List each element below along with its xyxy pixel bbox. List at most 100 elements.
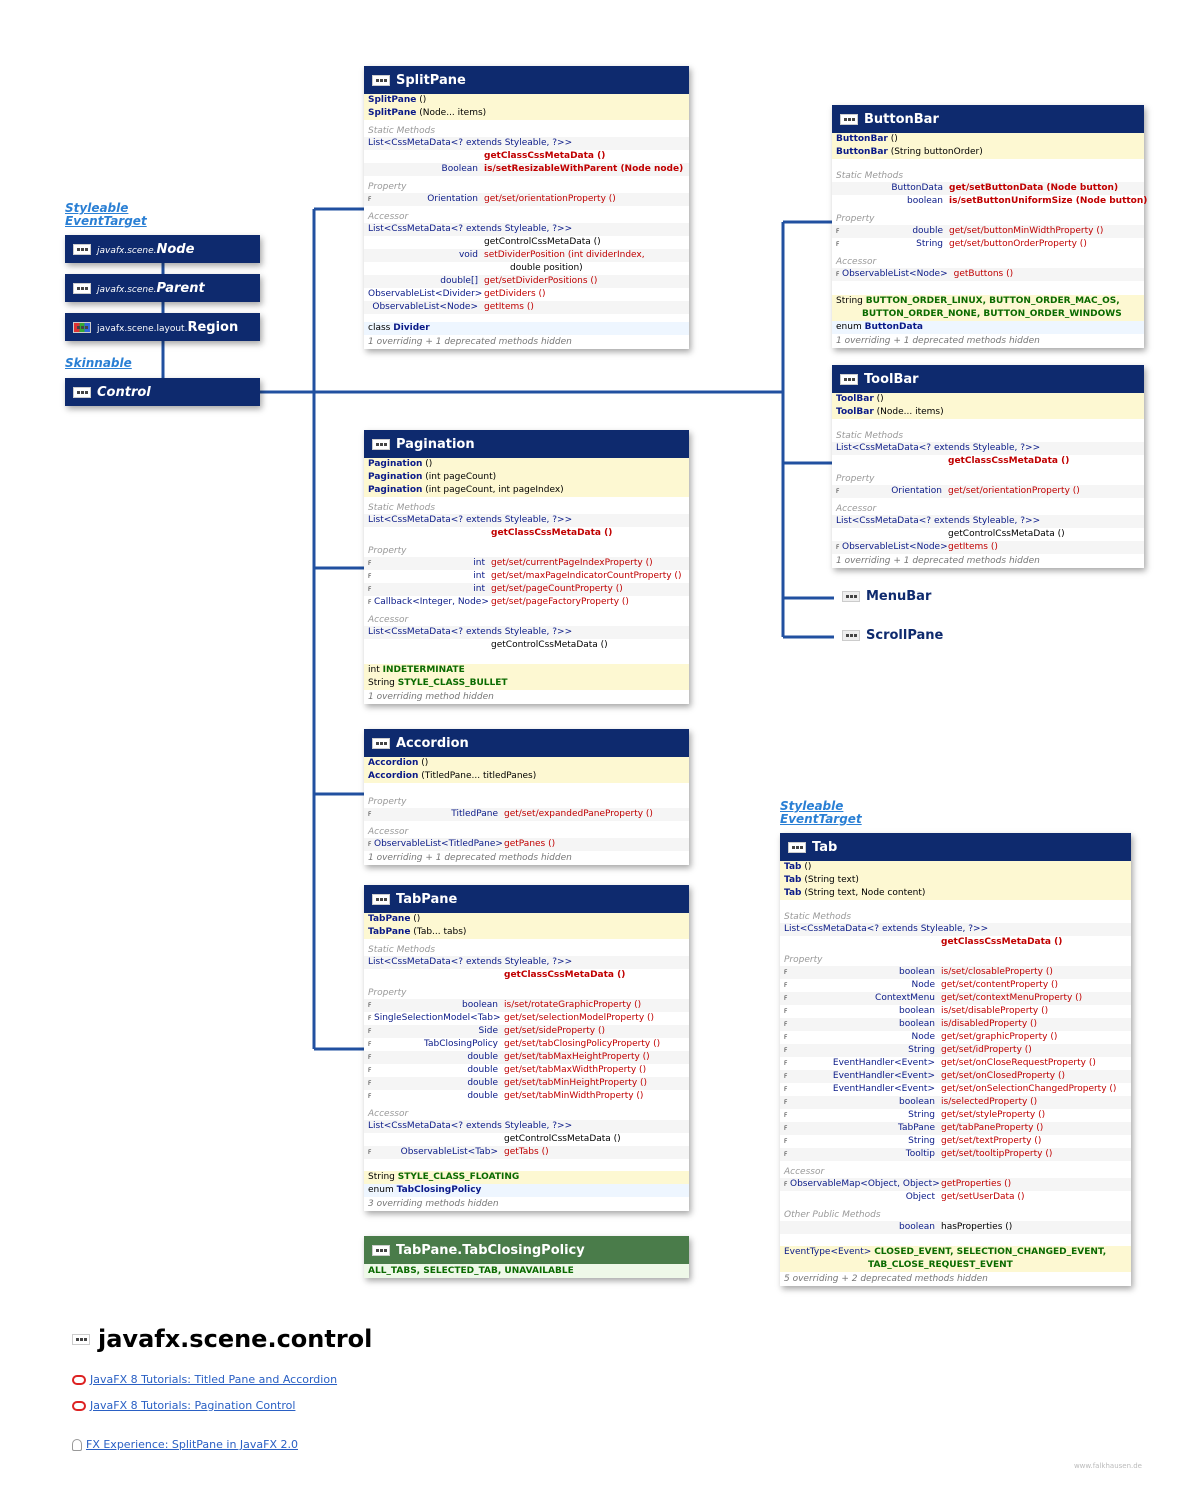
method-row[interactable]: getClassCssMetaData () [364,527,689,540]
constructor[interactable]: SplitPane (Node... items) [364,107,689,120]
method-row[interactable]: List<CssMetaData<? extends Styleable, ?>… [364,514,689,527]
method-row[interactable]: List<CssMetaData<? extends Styleable, ?>… [364,223,689,236]
constant-row[interactable]: String STYLE_CLASS_FLOATING [364,1171,689,1184]
interface-styleable[interactable]: Styleable [65,201,129,215]
method-row[interactable]: ObservableList<Node>getItems () [364,301,689,314]
method-row[interactable]: List<CssMetaData<? extends Styleable, ?>… [364,956,689,969]
constructor[interactable]: Accordion () [364,757,689,770]
nested-enum-row[interactable]: enum ButtonData [832,321,1144,334]
constructor[interactable]: Pagination () [364,458,689,471]
class-tabpane[interactable]: TabPane TabPane () TabPane (Tab... tabs)… [364,885,689,1211]
class-parent[interactable]: javafx.scene.Parent [65,274,260,302]
constructor[interactable]: Pagination (int pageCount) [364,471,689,484]
method-row[interactable]: List<CssMetaData<? extends Styleable, ?>… [780,923,1131,936]
class-buttonbar[interactable]: ButtonBar ButtonBar () ButtonBar (String… [832,105,1147,348]
constant-row[interactable]: TAB_CLOSE_REQUEST_EVENT [780,1259,1131,1272]
interface-eventtarget[interactable]: EventTarget [780,812,862,826]
interface-eventtarget[interactable]: EventTarget [65,214,147,228]
link-pagination-tutorial[interactable]: JavaFX 8 Tutorials: Pagination Control [72,1399,295,1412]
constructor[interactable]: Tab (String text) [780,874,1131,887]
nested-class-row[interactable]: class Divider [364,322,689,335]
method-row[interactable]: List<CssMetaData<? extends Styleable, ?>… [364,1120,689,1133]
link-splitpane-article[interactable]: FX Experience: SplitPane in JavaFX 2.0 [72,1438,298,1451]
constructor[interactable]: ButtonBar (String buttonOrder) [832,146,1144,159]
method-row[interactable]: getClassCssMetaData () [364,969,689,982]
constructor[interactable]: Tab () [780,861,1131,874]
class-node[interactable]: javafx.scene.Node [65,235,260,263]
method-row[interactable]: getControlCssMetaData () [832,528,1144,541]
method-row[interactable]: ObservableList<Divider>getDividers () [364,288,689,301]
nested-enum-row[interactable]: enum TabClosingPolicy [364,1184,689,1197]
constructor[interactable]: ToolBar (Node... items) [832,406,1144,419]
constructor[interactable]: ButtonBar () [832,133,1144,146]
constructor[interactable]: TabPane (Tab... tabs) [364,926,689,939]
method-row[interactable]: List<CssMetaData<? extends Styleable, ?>… [364,626,689,639]
method-row[interactable]: double[]get/setDividerPositions () [364,275,689,288]
constant-row[interactable]: String BUTTON_ORDER_LINUX, BUTTON_ORDER_… [832,295,1144,308]
constructor[interactable]: Pagination (int pageCount, int pageIndex… [364,484,689,497]
class-splitpane[interactable]: SplitPane SplitPane () SplitPane (Node..… [364,66,689,349]
method-row[interactable]: List<CssMetaData<? extends Styleable, ?>… [832,515,1144,528]
method-row[interactable]: getControlCssMetaData () [364,1133,689,1146]
constant-row[interactable]: BUTTON_ORDER_NONE, BUTTON_ORDER_WINDOWS [832,308,1144,321]
constant-row[interactable]: EventType<Event> CLOSED_EVENT, SELECTION… [780,1246,1131,1259]
method-row[interactable]: getClassCssMetaData () [364,150,689,163]
method-row[interactable]: getControlCssMetaData () [364,236,689,249]
constant-row[interactable]: int INDETERMINATE [364,664,689,677]
constructor[interactable]: Accordion (TitledPane... titledPanes) [364,770,689,783]
enum-tabclosingpolicy[interactable]: TabPane.TabClosingPolicy ALL_TABS, SELEC… [364,1236,689,1278]
class-tab[interactable]: Tab Tab () Tab (String text) Tab (String… [780,833,1131,1286]
interface-skinnable[interactable]: Skinnable [65,356,132,370]
class-menubar[interactable]: MenuBar [842,589,931,604]
class-pagination[interactable]: Pagination Pagination () Pagination (int… [364,430,689,704]
interface-styleable[interactable]: Styleable [780,799,844,813]
class-toolbar[interactable]: ToolBar ToolBar () ToolBar (Node... item… [832,365,1144,568]
class-scrollpane[interactable]: ScrollPane [842,628,943,643]
constructor[interactable]: ToolBar () [832,393,1144,406]
class-region[interactable]: javafx.scene.layout.Region [65,313,260,341]
method-row[interactable]: getControlCssMetaData () [364,639,689,652]
